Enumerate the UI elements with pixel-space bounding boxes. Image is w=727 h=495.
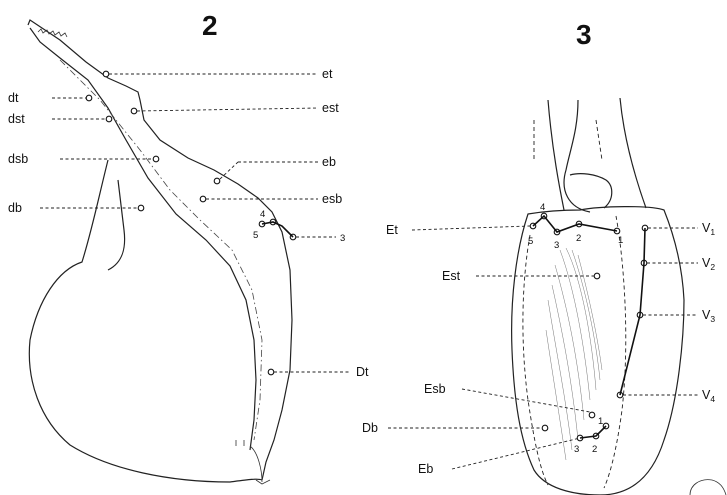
fig3-v-joiner <box>620 228 645 395</box>
fig3-tri-Db <box>542 425 548 431</box>
fig2-leader-eb-a <box>220 162 238 179</box>
fig3-label-Est: Est <box>442 269 461 283</box>
fig2-number-3: 3 <box>340 233 345 244</box>
fig2-tri-et <box>103 71 109 77</box>
figure-3-number: 3 <box>576 19 592 50</box>
fig3-finger-joint <box>570 174 612 208</box>
fig2-stalk-outline <box>108 180 125 270</box>
fig2-tri-db <box>138 205 144 211</box>
fig3-eb-joiner <box>580 426 606 438</box>
fig3-tri-Est <box>594 273 600 279</box>
fig3-esb-number-1: 1 <box>598 416 603 427</box>
fig3-label-V3: V3 <box>702 308 715 324</box>
fig3-finger-right <box>620 98 646 208</box>
fig2-tri-Dt <box>268 369 274 375</box>
fig3-hatching <box>546 248 602 460</box>
fig3-label-V4: V4 <box>702 388 715 404</box>
fig2-number-5: 5 <box>253 230 258 241</box>
fig3-eb-number-3: 3 <box>574 444 579 455</box>
fig2-tri-dsb <box>153 156 159 162</box>
figure-2-number: 2 <box>202 10 218 41</box>
fig2-tri-eb <box>214 178 220 184</box>
fig3-leader-Esb <box>462 389 590 412</box>
fig3-et-joiner <box>533 216 617 232</box>
fig2-label-db: db <box>8 201 22 215</box>
fig2-tri-dst <box>106 116 112 122</box>
fig3-corner-fragment <box>690 480 726 495</box>
figure-2-drawing: et dt est dst dsb eb esb db 4 5 3 Dt <box>8 20 369 484</box>
fig2-tri-est <box>131 108 137 114</box>
fig3-eb-number-2: 2 <box>592 444 597 455</box>
fig3-leader-Eb <box>452 438 580 469</box>
fig2-label-dt: dt <box>8 91 19 105</box>
fig2-label-Dt: Dt <box>356 365 369 379</box>
fig3-et-number-5: 5 <box>528 236 533 247</box>
fig3-et-number-2: 2 <box>576 233 581 244</box>
fig2-teeth <box>38 29 67 37</box>
fig3-et-number-3: 3 <box>554 240 559 251</box>
fig3-label-V1: V1 <box>702 221 715 237</box>
fig3-label-V2: V2 <box>702 256 715 272</box>
fig3-finger-right-dash <box>596 120 602 160</box>
fig3-keel-dash <box>523 235 548 485</box>
fig2-tri-esb <box>200 196 206 202</box>
fig2-label-dst: dst <box>8 112 25 126</box>
fig2-label-et: et <box>322 67 333 81</box>
fig2-finger-outline <box>28 20 292 480</box>
fig3-et-number-4: 4 <box>540 202 545 213</box>
fig3-label-Et: Et <box>386 223 398 237</box>
fig2-inner-edge <box>30 28 256 450</box>
fig2-leader-est <box>137 108 318 111</box>
fig2-tri-dt <box>86 95 92 101</box>
fig3-finger-left-b <box>548 100 564 210</box>
fig3-inner-dash <box>604 216 626 488</box>
fig2-label-dsb: dsb <box>8 152 28 166</box>
fig2-midline <box>60 60 262 440</box>
fig2-label-eb: eb <box>322 155 336 169</box>
fig3-et-number-1: 1 <box>618 235 623 246</box>
fig3-finger-mid <box>564 100 590 212</box>
fig2-label-est: est <box>322 101 339 115</box>
fig2-label-esb: esb <box>322 192 342 206</box>
fig3-leader-Et <box>412 226 530 230</box>
fig2-base <box>236 440 270 484</box>
fig3-label-Esb: Esb <box>424 382 446 396</box>
fig3-tri-Esb1 <box>589 412 595 418</box>
fig2-joiner <box>262 222 293 237</box>
fig2-number-4: 4 <box>260 209 265 220</box>
figure-3-drawing: Et Est Esb Db Eb 5 4 3 2 1 1 3 2 V1 V2 V… <box>362 98 726 495</box>
fig3-label-Db: Db <box>362 421 378 435</box>
fig3-label-Eb: Eb <box>418 462 433 476</box>
